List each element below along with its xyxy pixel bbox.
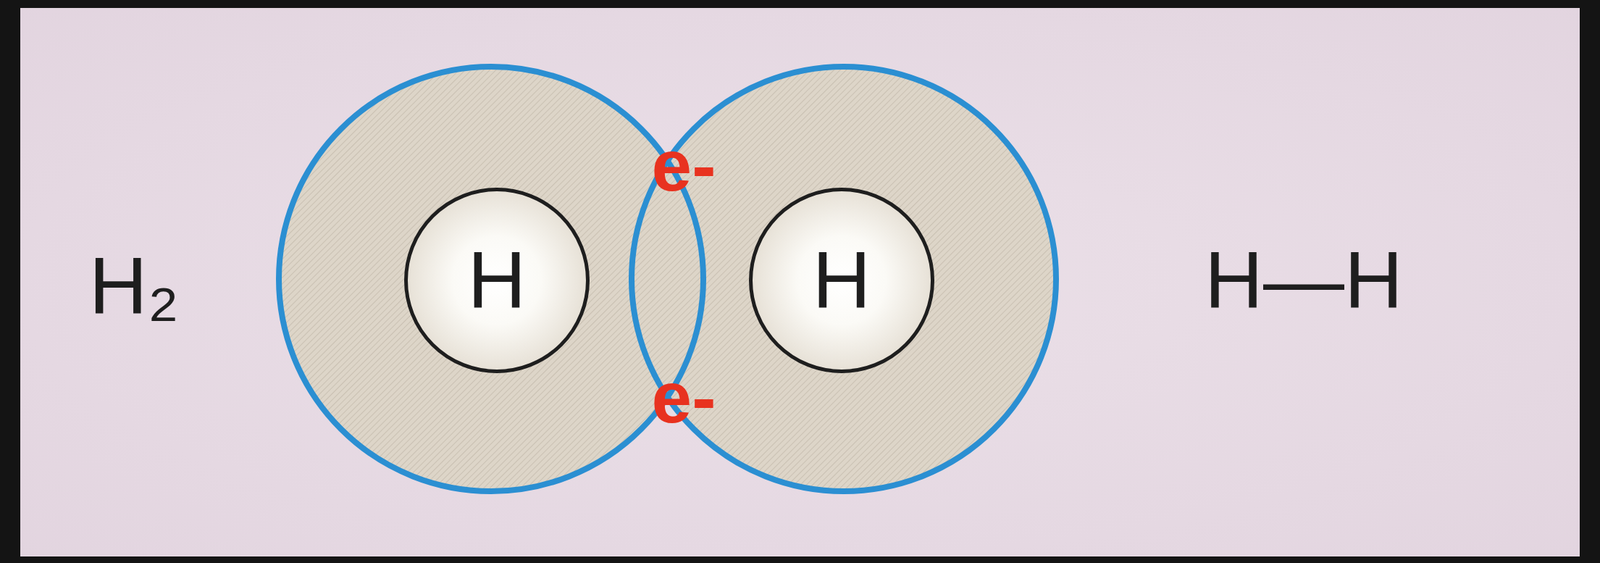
- electron-shell-fill: [631, 66, 1057, 492]
- atom-symbol: H: [812, 239, 872, 321]
- atom-symbol: H: [467, 239, 527, 321]
- electron-label: e-: [651, 128, 717, 202]
- structural-formula: H—H: [1204, 239, 1403, 321]
- electron-shell: [631, 66, 1057, 492]
- molecule-formula: H₂: [89, 245, 179, 327]
- electron-shell: [278, 66, 704, 492]
- nucleus-circle: H: [748, 187, 935, 374]
- page-ground: [20, 7, 1580, 557]
- electron-label: e-: [651, 360, 717, 434]
- nucleus-circle: H: [404, 187, 590, 374]
